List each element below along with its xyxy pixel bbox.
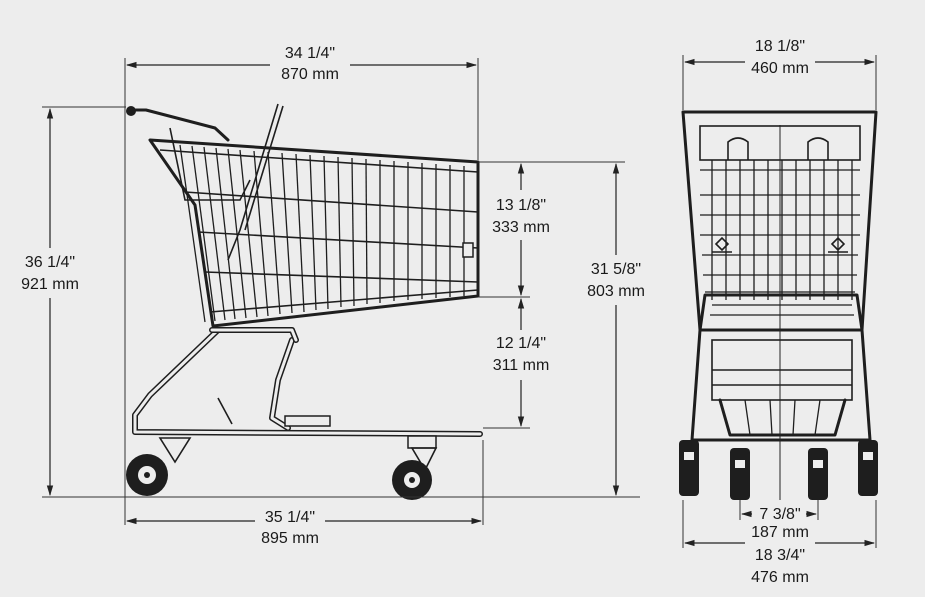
basket-top-height-metric-label: 803 mm [587,283,645,300]
side-view-cart [126,103,483,500]
front-top-width-imperial-label: 18 1/8" [755,38,805,55]
chassis-front-leg [269,337,295,431]
inner-caster-width-imperial-label: 7 3/8" [759,506,800,523]
basket-depth-imperial-label: 13 1/8" [496,197,546,214]
basket-depth-metric-label: 333 mm [492,219,550,236]
front-view-casters [679,440,878,500]
inner-caster-width-metric-label: 187 mm [751,524,809,541]
base-length-metric-label: 895 mm [261,530,319,547]
rear-caster [126,437,192,496]
push-handle [126,108,230,142]
front-caster [392,435,438,500]
base-length-imperial-label: 35 1/4" [265,509,315,526]
total-height-imperial-label: 36 1/4" [25,254,75,271]
front-basket-wires [700,160,860,300]
basket-clearance-imperial-label: 12 1/4" [496,335,546,352]
overall-length-metric-label: 870 mm [281,66,339,83]
basket-top-height-imperial-label: 31 5/8" [591,261,641,278]
front-view-dimension-lines [682,55,877,548]
handle-grip-icon [126,106,136,116]
overall-length-imperial-label: 34 1/4" [285,45,335,62]
side-view-dimension-lines [42,58,640,525]
outer-caster-width-metric-label: 476 mm [751,569,809,586]
basket-clearance-metric-label: 311 mm [493,357,550,374]
outer-caster-width-imperial-label: 18 3/4" [755,547,805,564]
front-top-width-metric-label: 460 mm [751,60,809,77]
basket-wires [179,144,465,323]
front-view-cart [679,110,878,500]
total-height-metric-label: 921 mm [21,276,79,293]
